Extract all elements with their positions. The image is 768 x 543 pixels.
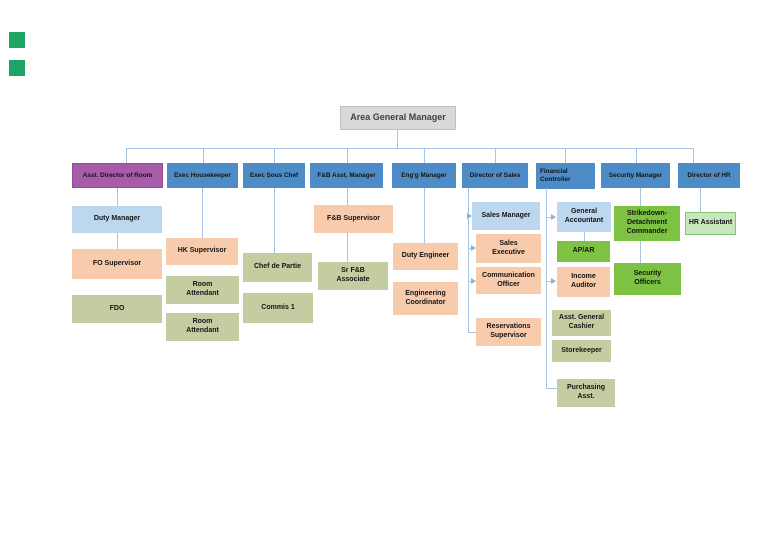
connector-arrowhead [471, 278, 476, 284]
connector-line [693, 148, 694, 163]
connector-line [546, 188, 547, 388]
connector-line [468, 332, 476, 333]
connector-line [468, 281, 472, 282]
connector-line [546, 388, 557, 389]
connector-line [397, 130, 398, 148]
connector-line [126, 148, 127, 163]
org-box-security-manager: Security Manager [601, 163, 670, 188]
org-box-engineering-coordinator: Engineering Coordinator [393, 282, 458, 315]
org-box-storekeeper: Storekeeper [552, 340, 611, 362]
org-box-fdo: FDO [72, 295, 162, 323]
org-box-financial-controller: Financial Controller [536, 163, 595, 189]
connector-line [584, 232, 585, 241]
org-box-sales-executive: Sales Executive [476, 234, 541, 263]
org-box-exec-housekeeper: Exec Housekeeper [167, 163, 238, 188]
connector-line [640, 188, 641, 206]
org-box-duty-manager: Duty Manager [72, 206, 162, 233]
org-box-fnb-supervisor: F&B Supervisor [314, 205, 393, 233]
org-box-ap-ar: AP/AR [557, 241, 610, 262]
org-box-duty-engineer: Duty Engineer [393, 243, 458, 270]
connector-line [203, 148, 204, 163]
org-box-director-of-sales: Director of Sales [462, 163, 528, 188]
connector-line [117, 233, 118, 249]
margin-square-icon [9, 60, 25, 76]
org-box-exec-sous-chef: Exec Sous Chef [243, 163, 305, 188]
org-box-sales-manager: Sales Manager [472, 202, 540, 230]
connector-line [468, 248, 472, 249]
org-box-fnb-asst-manager: F&B Asst. Manager [310, 163, 383, 188]
connector-line [202, 188, 203, 238]
connector-line [274, 188, 275, 253]
connector-arrowhead [551, 278, 556, 284]
connector-line [565, 148, 566, 163]
connector-line [347, 148, 348, 163]
connector-line [347, 233, 348, 262]
org-box-hr-assistant: HR Assistant [685, 212, 736, 235]
org-box-strikedown-detachment-commander: Strikedown- Detachment Commander [614, 206, 680, 241]
org-box-asst-director-of-room: Asst. Director of Room [72, 163, 163, 188]
connector-line [546, 217, 552, 218]
org-box-room-attendant-1: Room Attendant [166, 276, 239, 304]
connector-line [126, 148, 694, 149]
connector-line [424, 188, 425, 243]
connector-arrowhead [551, 214, 556, 220]
connector-line [546, 281, 552, 282]
connector-line [495, 148, 496, 163]
connector-line [700, 188, 701, 212]
org-box-hk-supervisor: HK Supervisor [166, 238, 238, 265]
org-box-purchasing-asst: Purchasing Asst. [557, 379, 615, 407]
connector-line [347, 188, 348, 205]
connector-line [636, 148, 637, 163]
org-box-chef-de-partie: Chef de Partie [243, 253, 312, 282]
connector-line [468, 188, 469, 333]
org-box-engg-manager: Eng'g Manager [392, 163, 456, 188]
org-box-fo-supervisor: FO Supervisor [72, 249, 162, 279]
org-box-reservations-supervisor: Reservations Supervisor [476, 318, 541, 346]
org-box-asst-general-cashier: Asst. General Cashier [552, 310, 611, 336]
org-box-commis-1: Commis 1 [243, 293, 313, 323]
connector-line [424, 148, 425, 163]
org-box-security-officers: Security Officers [614, 263, 681, 295]
org-box-income-auditor: Income Auditor [557, 267, 610, 297]
org-box-room-attendant-2: Room Attendant [166, 313, 239, 341]
margin-square-icon [9, 32, 25, 48]
org-box-area-general-manager: Area General Manager [340, 106, 456, 130]
connector-line [117, 188, 118, 206]
connector-arrowhead [471, 245, 476, 251]
connector-arrowhead [467, 213, 472, 219]
connector-line [640, 241, 641, 263]
org-box-director-of-hr: Director of HR [678, 163, 740, 188]
org-box-sr-fnb-associate: Sr F&B Associate [318, 262, 388, 290]
org-box-general-accountant: General Accountant [557, 202, 611, 232]
connector-line [274, 148, 275, 163]
org-box-communication-officer: Communication Officer [476, 267, 541, 294]
